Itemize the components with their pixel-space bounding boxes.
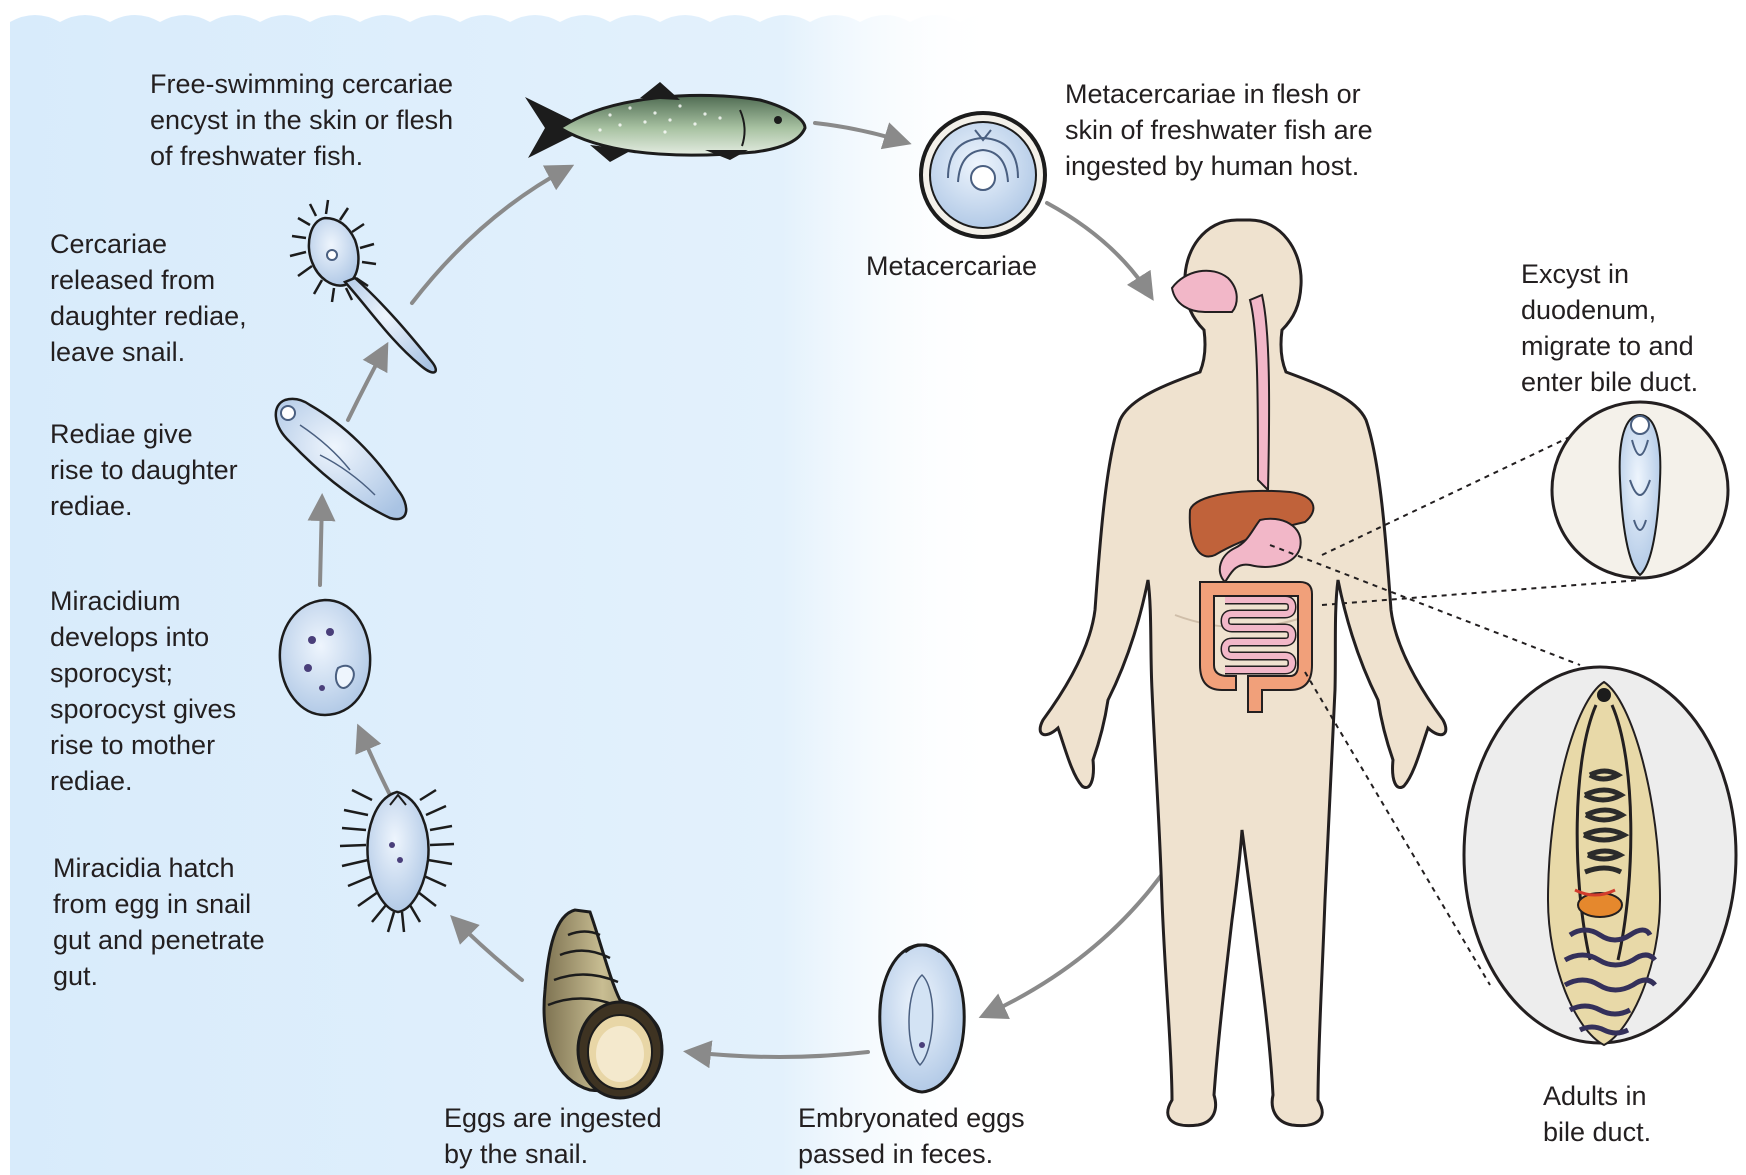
- label-ingestion: Metacercariae in flesh or skin of freshw…: [1065, 76, 1373, 184]
- embryonated-egg: [880, 945, 964, 1092]
- label-excyst: Excyst in duodenum, migrate to and enter…: [1521, 256, 1698, 400]
- label-cercariae: Cercariae released from daughter rediae,…: [50, 226, 247, 370]
- adult-fluke-inset: [1464, 667, 1736, 1045]
- label-miracidia-hatch: Miracidia hatch from egg in snail gut an…: [53, 850, 265, 994]
- mouth-nasal-cavity: [1172, 271, 1237, 312]
- excyst-inset: [1552, 402, 1728, 578]
- label-metacercariae: Metacercariae: [866, 248, 1037, 284]
- label-eggs-snail: Eggs are ingested by the snail.: [444, 1100, 662, 1172]
- label-adults: Adults in bile duct.: [1543, 1078, 1651, 1150]
- label-rediae: Rediae give rise to daughter rediae.: [50, 416, 238, 524]
- label-miracidium: Miracidium develops into sporocyst; spor…: [50, 583, 236, 799]
- label-fish-stage: Free-swimming cercariae encyst in the sk…: [150, 66, 453, 174]
- metacercaria-cyst: [921, 113, 1045, 237]
- label-embryonated: Embryonated eggs passed in feces.: [798, 1100, 1025, 1172]
- arrow-sporocyst-to-rediae: [320, 500, 322, 585]
